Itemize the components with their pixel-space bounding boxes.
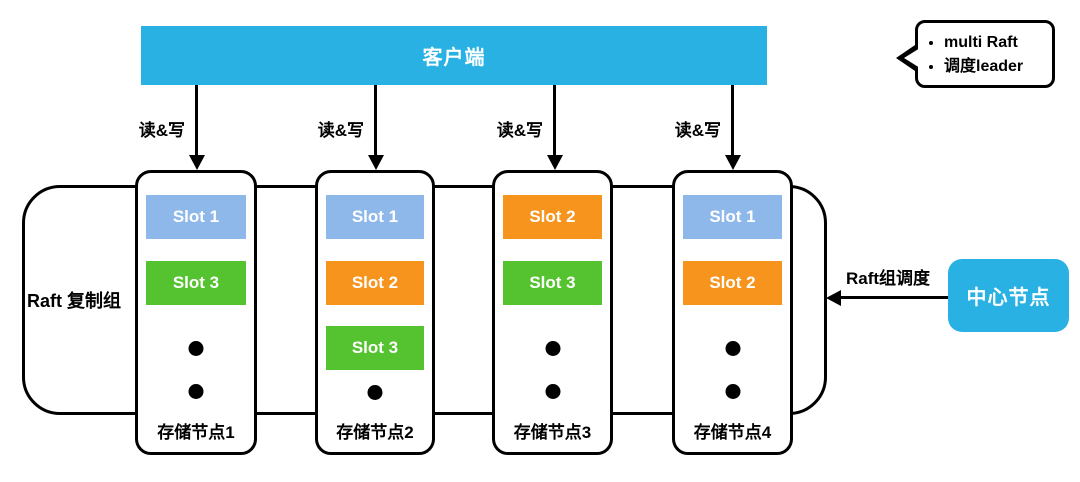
center-node-box: 中心节点 [948, 259, 1069, 332]
storage-node-4: Slot 1 Slot 2 存储节点4 [672, 170, 793, 455]
arrow-down-icon [189, 155, 205, 170]
read-write-label: 读&写 [317, 121, 364, 140]
storage-node-2: Slot 1 Slot 2 Slot 3 存储节点2 [315, 170, 435, 455]
client-box: 客户端 [141, 26, 767, 85]
ellipsis-dot [725, 384, 740, 399]
arrow-down-icon [368, 155, 384, 170]
callout-tail-inner [904, 48, 920, 68]
read-write-label: 读&写 [496, 121, 543, 140]
slot-box: Slot 3 [503, 261, 602, 305]
storage-node-label: 存储节点2 [336, 423, 414, 442]
scheduling-label: Raft组调度 [845, 269, 931, 288]
client-to-node4-arrow-line [731, 85, 734, 156]
arrow-down-icon [547, 155, 563, 170]
raft-group-label: Raft 复制组 [27, 291, 121, 311]
ellipsis-dot [188, 341, 204, 356]
client-label: 客户端 [422, 47, 486, 69]
slot-box: Slot 2 [683, 261, 782, 305]
callout-item: 调度leader [944, 55, 1052, 79]
callout-list: multi Raft 调度leader [918, 31, 1052, 79]
ellipsis-dot [188, 384, 204, 399]
storage-node-label: 存储节点4 [693, 423, 772, 442]
slot-box: Slot 3 [326, 326, 424, 370]
arrow-left-icon [826, 290, 841, 306]
storage-node-1: Slot 1 Slot 3 存储节点1 [135, 170, 257, 455]
scheduling-arrow-line [840, 296, 950, 299]
callout-box: multi Raft 调度leader [915, 20, 1055, 88]
slot-box: Slot 3 [146, 261, 246, 305]
client-to-node1-arrow-line [195, 85, 198, 156]
storage-node-3: Slot 2 Slot 3 存储节点3 [492, 170, 613, 455]
center-node-label: 中心节点 [966, 287, 1051, 309]
slot-box: Slot 1 [326, 195, 424, 239]
ellipsis-dot [367, 385, 383, 400]
ellipsis-dot [545, 384, 560, 399]
slot-box: Slot 2 [503, 195, 602, 239]
storage-node-label: 存储节点3 [513, 423, 592, 442]
ellipsis-dot [545, 341, 560, 356]
storage-node-label: 存储节点1 [157, 423, 235, 442]
client-to-node3-arrow-line [553, 85, 556, 156]
read-write-label: 读&写 [138, 121, 185, 140]
slot-box: Slot 1 [146, 195, 246, 239]
client-to-node2-arrow-line [374, 85, 377, 156]
ellipsis-dot [725, 341, 740, 356]
slot-box: Slot 2 [326, 261, 424, 305]
callout-item: multi Raft [944, 31, 1052, 55]
read-write-label: 读&写 [674, 121, 721, 140]
arrow-down-icon [725, 155, 741, 170]
slot-box: Slot 1 [683, 195, 782, 239]
